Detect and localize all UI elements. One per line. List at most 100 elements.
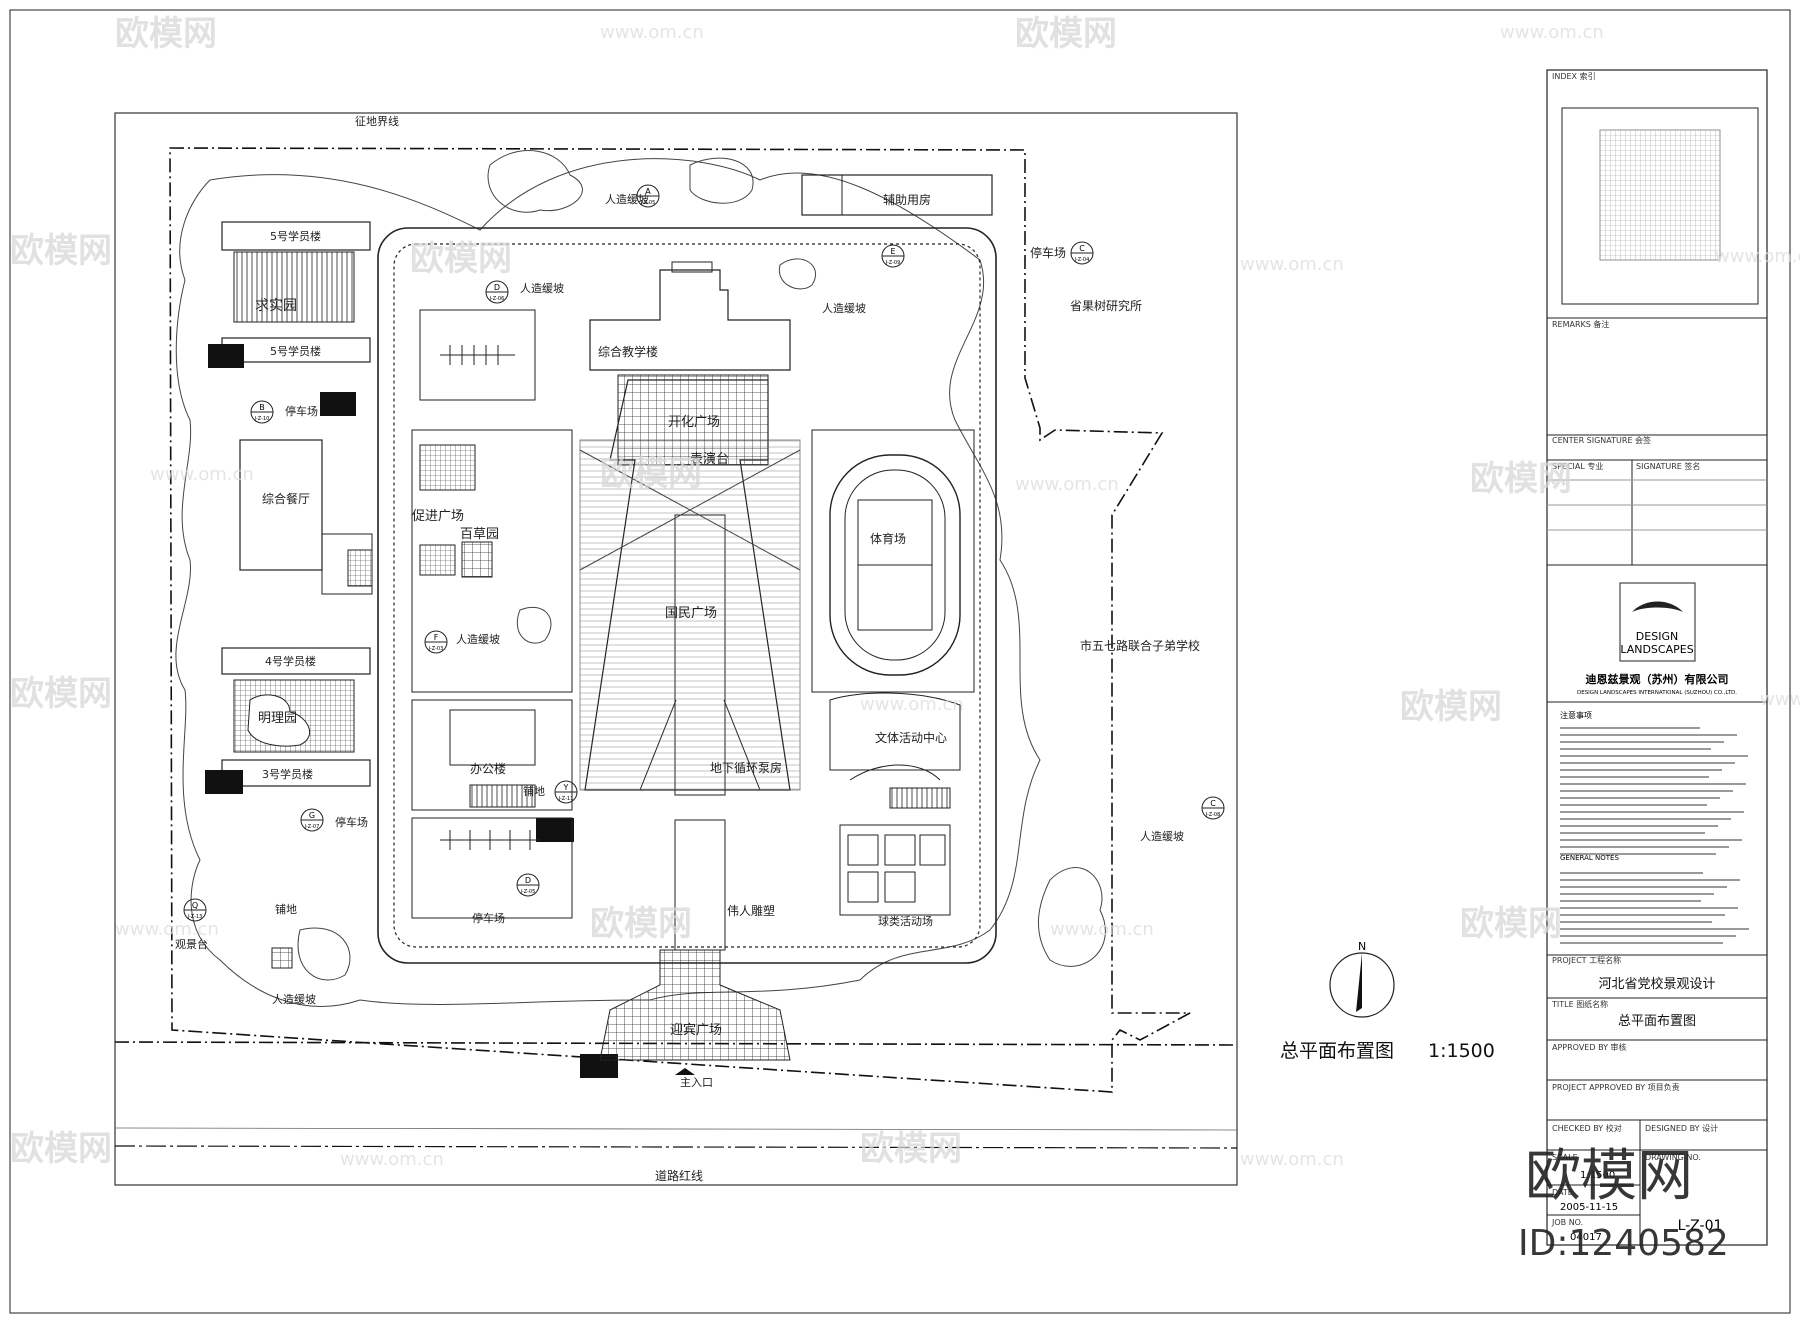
company-en: DESIGN LANDSCAPES INTERNATIONAL (SUZHOU)… xyxy=(1577,690,1737,696)
mound-e xyxy=(516,606,552,644)
project-approved-label: PROJECT APPROVED BY 项目负责 xyxy=(1552,1082,1680,1092)
logo-line2: LANDSCAPES xyxy=(1620,643,1693,656)
plan-scale: 1:1500 xyxy=(1428,1040,1495,1062)
label-yingbin: 迎宾广场 xyxy=(670,1022,722,1038)
callout-ref: J-Z-07 xyxy=(304,824,320,830)
mound-b xyxy=(689,157,754,204)
approved-label: APPROVED BY 审核 xyxy=(1552,1042,1627,1052)
label-biaoyantai: 表演台 xyxy=(690,451,729,467)
scale-label: SCALE xyxy=(1552,1153,1578,1162)
general-notes-heading: GENERAL NOTES xyxy=(1560,854,1619,862)
label-road-redline: 道路红线 xyxy=(655,1168,703,1183)
callout-letter: C xyxy=(1210,799,1216,808)
index-label: INDEX 索引 xyxy=(1552,71,1596,81)
watermark-url: www.om.cn xyxy=(600,22,704,43)
watermark-brand: 欧模网 xyxy=(410,239,512,279)
plan-title: 总平面布置图 xyxy=(1280,1040,1394,1062)
callout-letter: B xyxy=(259,403,265,412)
label-guomin: 国民广场 xyxy=(665,606,717,621)
callout-letter: Y xyxy=(563,783,569,792)
detail-callout: Y J-Z-11 xyxy=(554,780,578,804)
label-parking-b: 停车场 xyxy=(285,404,318,418)
center-signature-label: CENTER SIGNATURE 会签 xyxy=(1552,435,1651,445)
callout-ref: J-Z-05 xyxy=(520,889,536,895)
callout-letter: E xyxy=(890,247,895,256)
black-block-2 xyxy=(320,392,356,416)
landscape-outline xyxy=(175,158,1041,1007)
watermark-url: www.om.cn xyxy=(1240,254,1344,275)
callout-letter: F xyxy=(434,633,439,642)
label-baicao: 百草园 xyxy=(460,527,499,542)
road-redline xyxy=(114,1145,1238,1149)
watermark-brand: 欧模网 xyxy=(1400,687,1502,727)
parking-lot-a xyxy=(419,309,536,401)
label-slope-e: 人造缓坡 xyxy=(1140,829,1184,843)
scale-value: 1:1500 xyxy=(1580,1170,1615,1181)
watermark-brand: 欧模网 xyxy=(1470,459,1572,499)
company-cn: 迪恩兹景观（苏州）有限公司 xyxy=(1586,672,1729,686)
callout-ref: J-Z-11 xyxy=(558,796,574,802)
signature-label: SIGNATURE 签名 xyxy=(1636,461,1700,471)
title-name: 总平面布置图 xyxy=(1618,1014,1696,1029)
label-qiushi: 求实园 xyxy=(255,298,297,314)
label-dorm4: 4号学员楼 xyxy=(265,654,316,668)
callout-letter: Q xyxy=(192,901,198,910)
job-label: JOB NO. xyxy=(1551,1218,1583,1227)
label-slope-b: 人造缓坡 xyxy=(520,281,564,295)
label-dorm5a: 5号学员楼 xyxy=(270,229,321,243)
watermark-url: www.om.cn xyxy=(1050,919,1154,940)
label-mingli: 明理园 xyxy=(258,711,297,726)
label-tiyuchang: 体育场 xyxy=(870,531,906,546)
watermark-brand: 欧模网 xyxy=(1460,904,1562,944)
parking-lot-d xyxy=(411,817,573,919)
checked-label: CHECKED BY 校对 xyxy=(1552,1123,1622,1133)
callout-letter: D xyxy=(494,283,500,292)
drawing-label: DRAWING NO. xyxy=(1645,1153,1701,1162)
plan-labels: 征地界线道路红线主入口辅助用房省果树研究所市五七路联合子弟学校综合教学楼5号学员… xyxy=(175,114,1225,1183)
title-block: INDEX 索引 REMARKS 备注 CENTER SIGNATURE 会签 … xyxy=(1546,69,1768,1246)
watermark-brand: 欧模网 xyxy=(860,1129,962,1169)
label-boundary: 征地界线 xyxy=(355,114,399,128)
watermark-brand: 欧模网 xyxy=(1015,14,1117,54)
watermark-brand: 欧模网 xyxy=(600,454,702,494)
callout-letter: C xyxy=(1079,244,1085,253)
north-label: N xyxy=(1358,940,1366,953)
detail-callout: FJ-Z-03 xyxy=(424,630,448,654)
north-arrow: N xyxy=(1329,940,1395,1018)
detail-callout: QJ-Z-13 xyxy=(183,898,207,922)
cujin-zone xyxy=(411,429,573,693)
canteen-building xyxy=(239,439,323,571)
label-slope-c: 人造缓坡 xyxy=(822,301,866,315)
notes-lines xyxy=(1560,727,1749,944)
watermark-url: www.om.cn xyxy=(340,1149,444,1170)
label-parking-a: 停车场 xyxy=(1030,245,1066,260)
teaching-building xyxy=(589,269,791,371)
yingbin-plaza xyxy=(599,949,791,1061)
stadium-zone xyxy=(811,429,975,693)
entrance-arrow xyxy=(675,1068,695,1075)
job-value: 04017 xyxy=(1570,1232,1602,1243)
black-block-1 xyxy=(208,344,244,368)
label-parking-c: 停车场 xyxy=(335,815,368,829)
label-dorm3: 3号学员楼 xyxy=(262,767,313,781)
label-wenti: 文体活动中心 xyxy=(875,730,947,745)
watermark-brand: 欧模网 xyxy=(10,231,112,271)
dorm5a-building xyxy=(221,221,371,251)
callout-ref: J-Z-08 xyxy=(1205,812,1221,818)
date-value: 2005-11-15 xyxy=(1560,1202,1618,1213)
detail-callout: DJ-Z-06 xyxy=(485,280,509,304)
label-slope-f: 人造缓坡 xyxy=(272,992,316,1006)
label-slope-d: 人造缓坡 xyxy=(456,632,500,646)
callout-ref: J-Z-04 xyxy=(1074,257,1090,263)
mound-a xyxy=(487,150,583,213)
black-block-3 xyxy=(205,770,243,794)
viewport-frame xyxy=(114,112,1238,1186)
remarks-label: REMARKS 备注 xyxy=(1552,319,1609,329)
watermark-brand: 欧模网 xyxy=(590,904,692,944)
label-bangong: 办公楼 xyxy=(470,761,506,776)
label-pumping: 地下循环泵房 xyxy=(710,760,782,775)
watermarks: 欧模网 www.om.cn 欧模网 www.om.cn 欧模网 www.om.cn 欧模网 w… xyxy=(10,14,1800,1170)
callout-ref: J-Z-10 xyxy=(254,416,270,422)
